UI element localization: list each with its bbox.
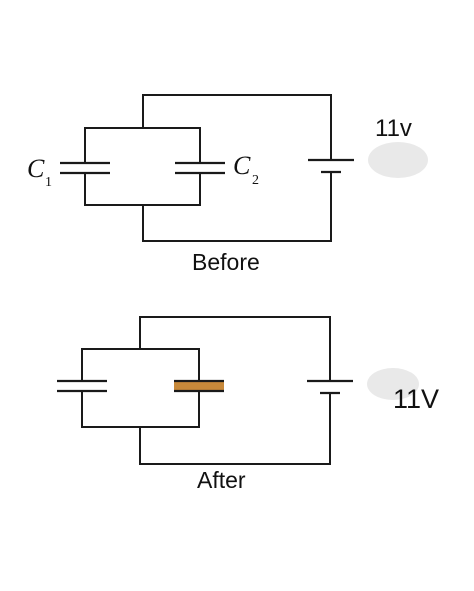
capacitor-c2 xyxy=(175,161,225,175)
before-top-wire xyxy=(142,94,332,161)
after-capacitor-1 xyxy=(57,379,107,393)
before-branch-top xyxy=(84,127,201,164)
after-branch-top xyxy=(81,348,200,382)
before-voltage-label: 11v xyxy=(375,115,412,142)
before-battery xyxy=(308,158,354,174)
after-smudge xyxy=(367,368,419,400)
c1-label: C xyxy=(27,154,45,183)
before-branch-bottom xyxy=(84,172,201,206)
after-caption: After xyxy=(197,467,246,493)
after-battery xyxy=(307,379,353,395)
after-bottom-wire xyxy=(139,392,331,465)
before-smudge xyxy=(368,142,428,178)
after-capacitor-2-dielectric xyxy=(174,379,224,393)
capacitor-c1 xyxy=(60,161,110,175)
c2-subscript: 2 xyxy=(252,173,259,188)
after-branch-bottom xyxy=(81,390,200,428)
after-circuit: 11V After xyxy=(57,316,439,493)
dielectric-slab xyxy=(174,381,224,391)
c1-subscript: 1 xyxy=(45,175,52,190)
c2-label: C xyxy=(233,151,251,180)
after-voltage-label: 11V xyxy=(393,384,439,414)
before-bottom-wire xyxy=(142,171,332,242)
after-top-wire xyxy=(139,316,331,382)
before-caption: Before xyxy=(192,249,260,275)
before-circuit: C 1 C 2 11v Before xyxy=(27,94,428,275)
